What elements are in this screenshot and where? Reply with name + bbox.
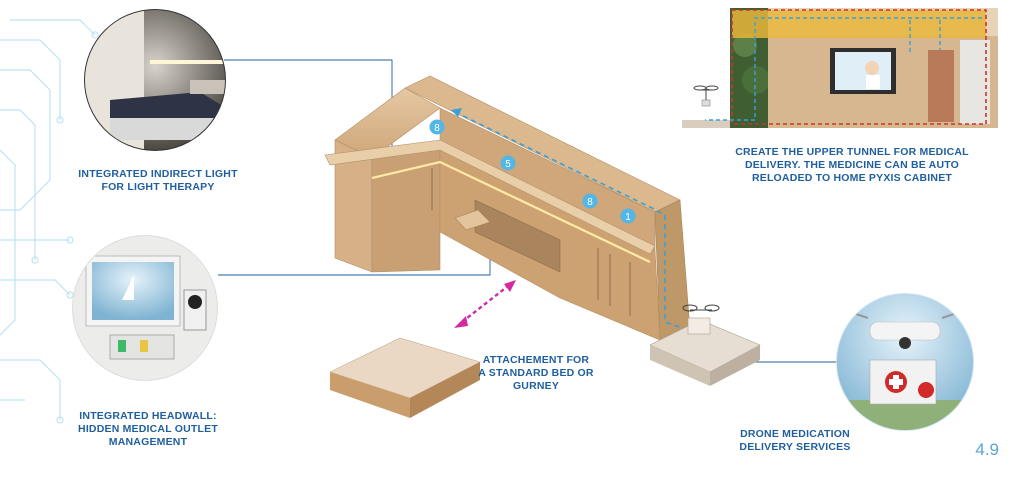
label-headwall: INTEGRATED HEADWALL: HIDDEN MEDICAL OUTL… [78,410,218,448]
svg-text:5: 5 [505,159,511,170]
label-attachment: ATTACHEMENT FOR A STANDARD BED OR GURNEY [478,354,594,392]
upper-tunnel-rendering [682,8,998,128]
drone-photo [836,293,974,431]
label-drone: DRONE MEDICATION DELIVERY SERVICES [739,428,851,453]
marker-8-right: 8 [582,193,598,209]
page-number: 4.9 [975,440,999,459]
marker-group: 8 5 8 1 [429,119,636,224]
svg-text:8: 8 [434,123,440,134]
headwall-photo [72,235,218,381]
circuit-decoration [0,19,99,424]
label-indirect-light: INTEGRATED INDIRECT LIGHT FOR LIGHT THER… [78,168,238,193]
svg-text:1: 1 [625,212,631,223]
delivery-path [454,111,689,331]
delivery-path-arrow [451,108,462,117]
attachment-arrow [454,280,516,328]
cabinet-assembly [324,75,691,341]
marker-1: 1 [620,208,636,224]
label-upper-tunnel: CREATE THE UPPER TUNNEL FOR MEDICAL DELI… [735,146,969,184]
marker-5: 5 [500,155,516,171]
marker-8-top: 8 [429,119,445,135]
svg-text:8: 8 [587,197,593,208]
bed [329,337,481,418]
drone-pad [649,304,761,386]
bedroom-photo [84,9,226,151]
